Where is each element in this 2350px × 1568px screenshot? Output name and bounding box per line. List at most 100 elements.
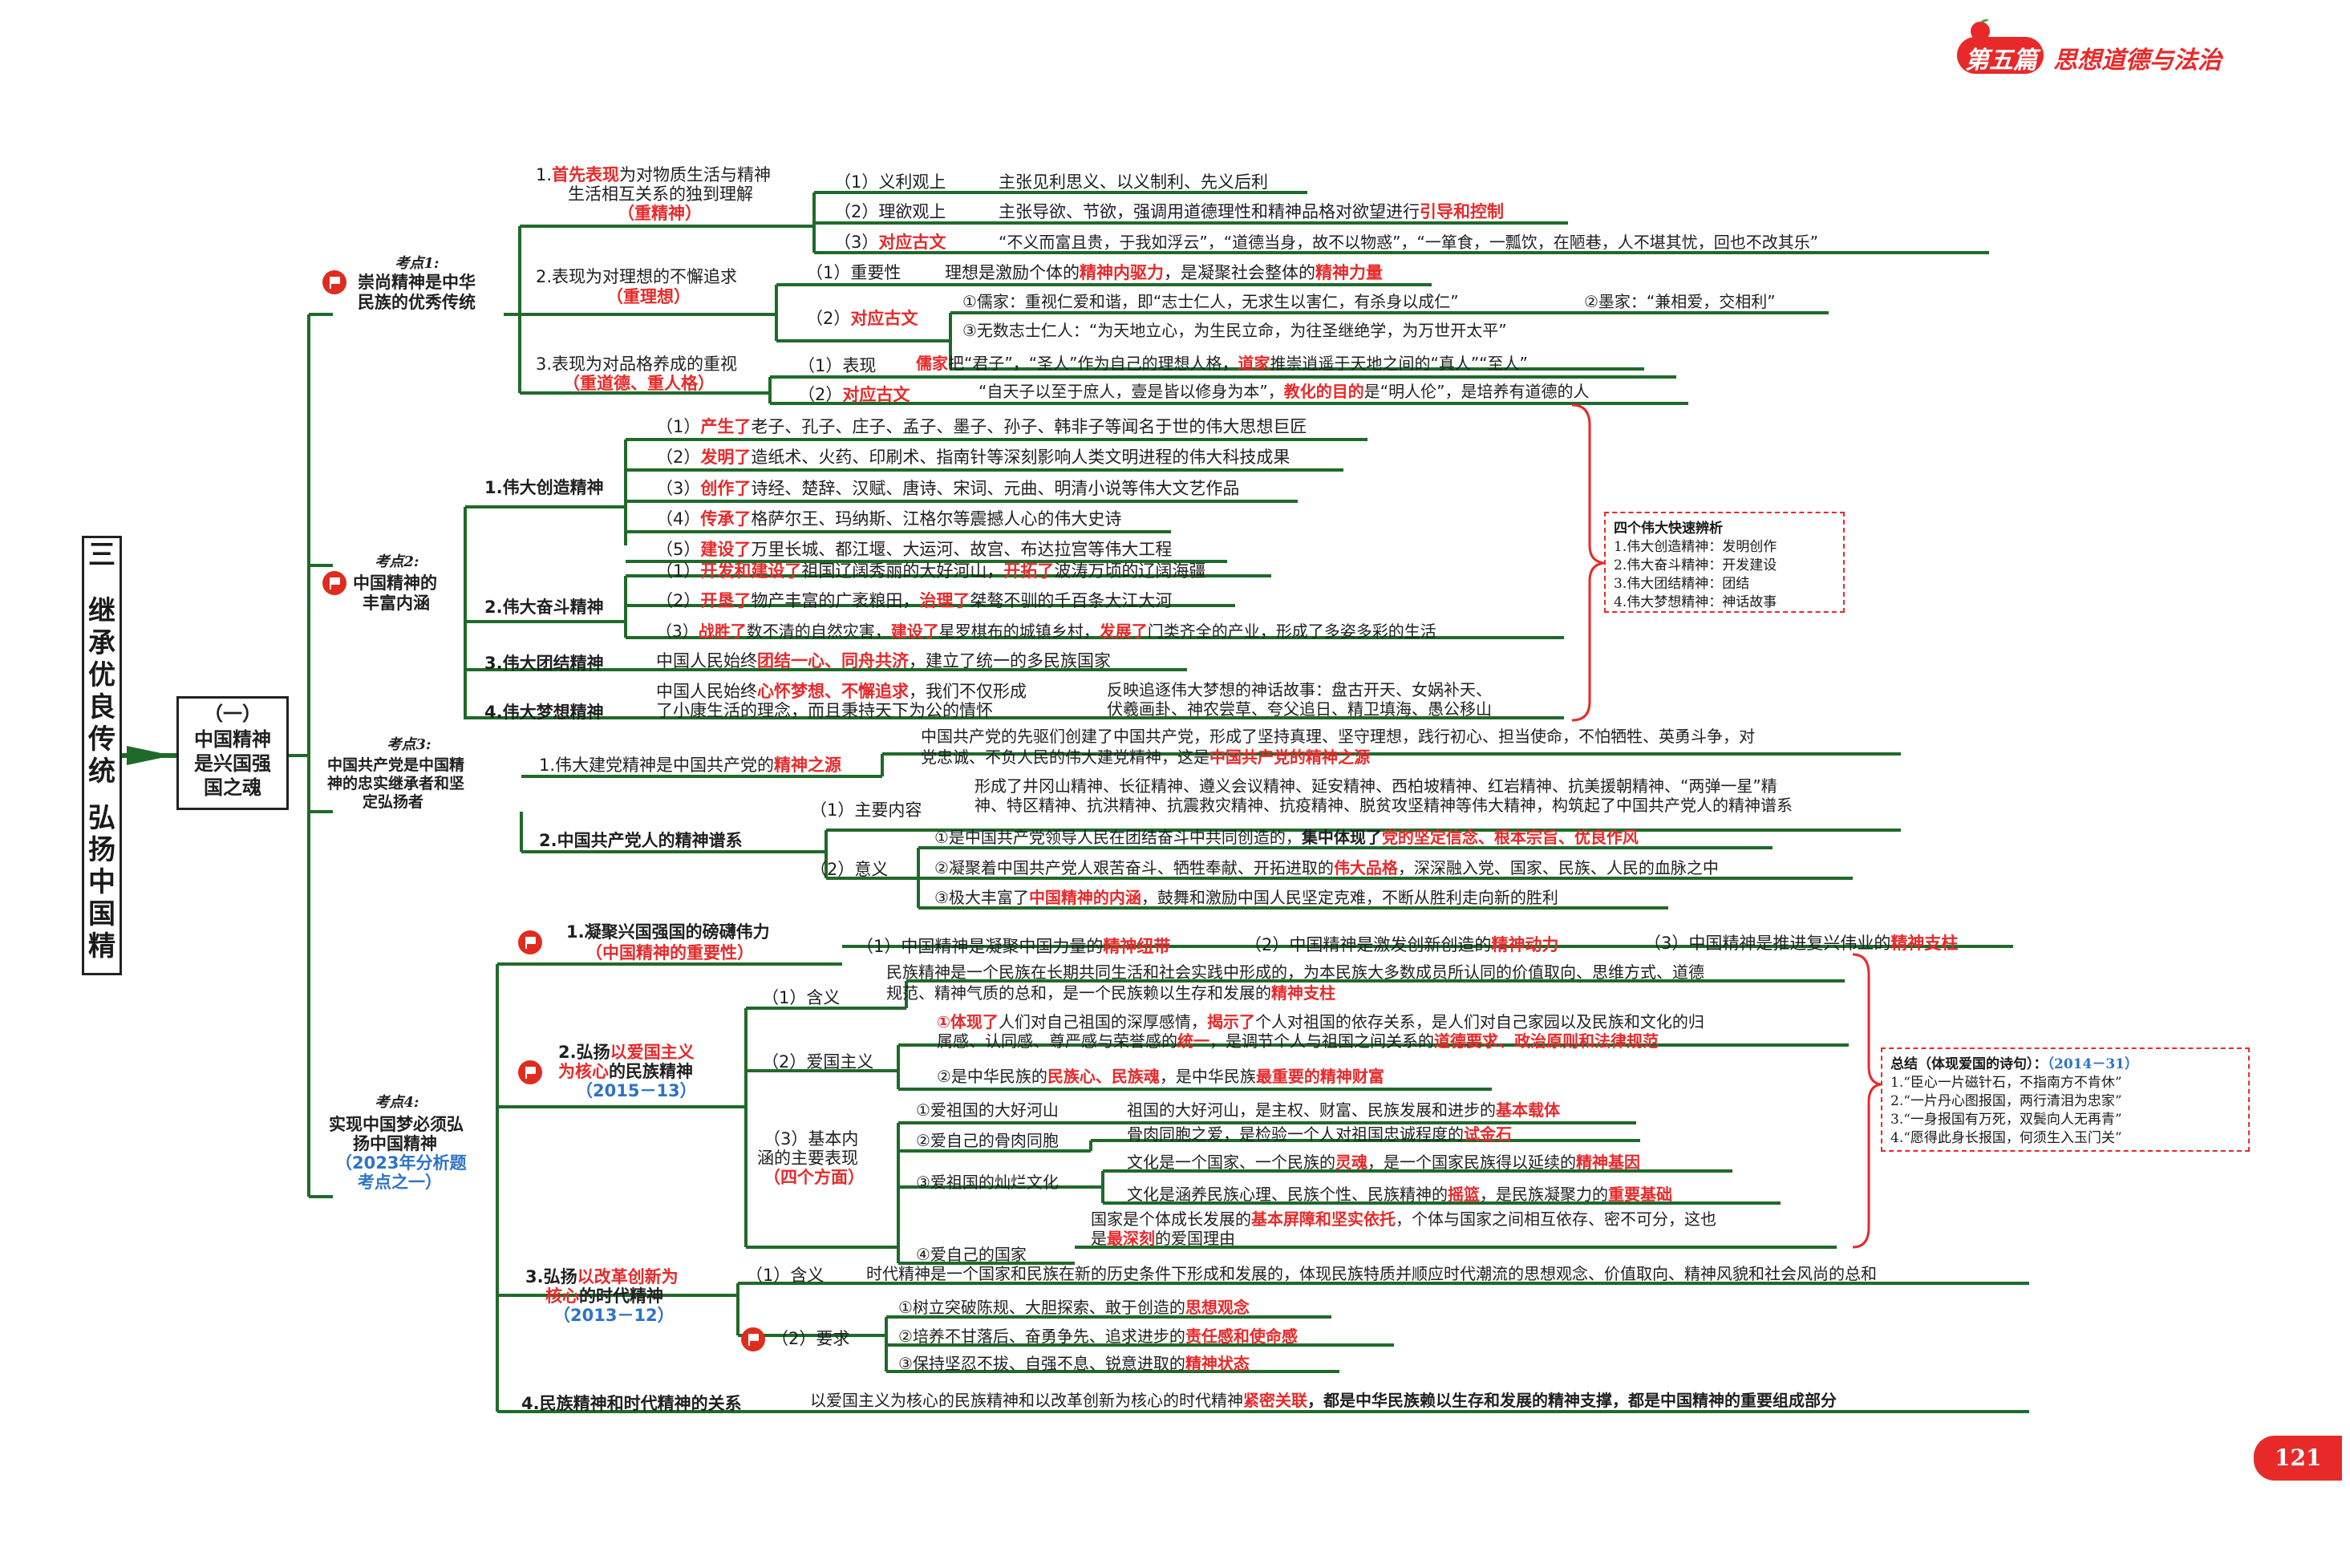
kd1-b2-i1-label: （1）重要性 [806, 263, 902, 282]
subtitle-line: 中国精神 [194, 728, 271, 751]
kd4-e2-i3-c2: 文化是涵养民族心理、民族个性、民族精神的摇篮，是民族凝聚力的重要基础 [1127, 1185, 1672, 1204]
kd2-c1: 1.伟大创造精神 [484, 478, 604, 497]
main-title-char: 三 [88, 539, 115, 571]
kd4-e2-i3-a: ①爱祖国的大好河山 [916, 1100, 1059, 1120]
section-title: 思想道德与法治 [2053, 47, 2222, 75]
main-title-char: 承 [88, 627, 115, 659]
kd4-e2-i3-c: ③爱祖国的灿烂文化 [916, 1173, 1059, 1192]
subtitle-box [176, 696, 289, 810]
kd4-e2-i3: （3）基本内 [764, 1129, 859, 1149]
kd4-title: 实现中国梦必须弘 [329, 1115, 464, 1134]
kd3-tag: 考点3: [387, 736, 432, 753]
kd4-e1: 1.凝聚兴国强国的磅礴伟力 [566, 922, 770, 942]
kd4-e3-i1: （1）含义 [746, 1266, 825, 1285]
part-label: 第五篇 [1965, 47, 2037, 75]
kd2-c4: 4.伟大梦想精神 [484, 703, 604, 722]
kd4-e4: 4.民族精神和时代精神的关系 [521, 1394, 742, 1413]
kd4-e3-i2: （2）要求 [772, 1329, 850, 1348]
kd1-b2-i1-text: 理想是激励个体的精神内驱力，是凝聚社会整体的精神力量 [945, 263, 1383, 282]
kd2-c1-item: （2）发明了造纸术、火药、印刷术、指南针等深刻影响人类文明进程的伟大科技成果 [656, 448, 1290, 467]
flag-icon [322, 571, 346, 595]
kd1-b1-tag: （重精神） [618, 204, 702, 223]
note-line: 4.“愿得此身长报国，何须生入玉门关” [1890, 1130, 2122, 1146]
kd3-title: 中国共产党是中国精 [327, 756, 465, 774]
kd4-e2-i1-t2: 规范、精神气质的总和，是一个民族赖以生存和发展的精神支柱 [886, 983, 1335, 1003]
kd1-b3-i2-label: （2）对应古文 [798, 385, 910, 404]
main-title-char: 继 [88, 595, 115, 627]
kd3-d2-i2-b: ②凝聚着中国共产党人艰苦奋斗、牺牲奉献、开拓进取的伟大品格，深深融入党、国家、民… [934, 858, 1719, 877]
note-patriotic-poems: 总结（体现爱国的诗句）：（2014－31） 1.“臣心一片磁针石，不指南方不肯休… [1881, 1047, 2250, 1152]
kd1-b2-i2-c: ③无数志士仁人：“为天地立心，为生民立命，为往圣继绝学，为万世开太平” [962, 321, 1507, 340]
kd3-d2-i2: （2）意义 [810, 860, 889, 879]
kd2-tag: 考点2: [375, 553, 419, 570]
kd4-e1-i1: （1）中国精神是凝聚中国力量的精神纽带 [857, 937, 1171, 956]
kd2-c4-myth-1: 反映追逐伟大梦想的神话故事：盘古开天、女娲补天、 [1107, 680, 1492, 699]
kd2-c2-item: （1）开发和建设了祖国辽阔秀丽的大好河山，开拓了波涛万顷的辽阔海疆 [656, 561, 1206, 581]
kd1-b2-tag: （重理想） [606, 287, 691, 306]
kd4-e2-i2-b: ②是中华民族的民族心、民族魂，是中华民族最重要的精神财富 [937, 1067, 1384, 1086]
kd4-e2-year: （2015－13） [576, 1081, 697, 1100]
part-badge [1957, 37, 2044, 74]
kd4-e2-i2: （2）爱国主义 [762, 1052, 874, 1072]
subtitle-line: 国之魂 [204, 776, 261, 799]
kd3-d2-i1: （1）主要内容 [810, 800, 922, 820]
kd4-e4-text: 以爱国主义为核心的民族精神和以改革创新为核心的时代精神紧密关联，都是中华民族赖以… [810, 1391, 1837, 1410]
kd1-b1: 1.首先表现为对物质生活与精神 [536, 165, 772, 184]
kd4-e2-i2-a2: 属感、认同感、尊严感与荣誉感的统一，是调节个人与祖国之间关系的道德要求、政治原则… [937, 1031, 1659, 1051]
note-title: 总结（体现爱国的诗句）：（2014－31） [1890, 1056, 2138, 1072]
kd1-b1-item-text: 主张见利思义、以义制利、先义后利 [999, 172, 1268, 192]
main-title-char: 弘 [88, 802, 115, 834]
kd3-d2-i1-t1: 形成了井冈山精神、长征精神、遵义会议精神、延安精神、西柏坡精神、红岩精神、抗美援… [974, 776, 1777, 796]
main-title-char: 精 [88, 930, 115, 962]
kd4-tag: 考点4: [375, 1094, 419, 1111]
kd4-year: 考点之一） [358, 1173, 442, 1192]
main-title-box [82, 536, 122, 975]
kd4-e2-i1: （1）含义 [762, 988, 841, 1007]
kd4-e1-i2: （2）中国精神是激发创新创造的精神动力 [1245, 935, 1559, 954]
kd4-e3-i2-a: ①树立突破陈规、大胆探索、敢于创造的思想观念 [898, 1298, 1250, 1317]
kd4-e2-i3: 涵的主要表现 [757, 1149, 858, 1168]
note-line: 3.“一身报国有万死，双鬓向人无再青” [1890, 1112, 2122, 1128]
kd3-d2-i1-t2: 神、特区精神、抗洪精神、抗震救灾精神、抗疫精神、脱贫攻坚精神等伟大精神，构筑起了… [974, 796, 1793, 815]
flag-icon [518, 930, 542, 954]
kd4-e3: 3.弘扬以改革创新为 [525, 1267, 679, 1286]
kd4-e3-i1-text: 时代精神是一个国家和民族在新的历史条件下形成和发展的，体现民族特质并顺应时代潮流… [866, 1264, 1877, 1283]
kd2-c2-item: （2）开垦了物产丰富的广袤粮田，治理了桀骜不驯的千百条大江大河 [656, 591, 1173, 610]
kd2-c3-text: 中国人民始终团结一心、同舟共济，建立了统一的多民族国家 [656, 651, 1111, 671]
kd4-e3-year: （2013－12） [553, 1306, 675, 1325]
kd4-e2-i3-b-text: 骨肉同胞之爱，是检验一个人对祖国忠诚程度的试金石 [1127, 1124, 1512, 1144]
kd1-b1-line2: 生活相互关系的独到理解 [568, 184, 753, 204]
page-number-badge [2254, 1436, 2342, 1481]
kd4-e2-i3-d1: 国家是个体成长发展的基本屏障和坚实依托，个体与国家之间相互依存、密不可分，这也 [1091, 1209, 1716, 1229]
main-title-char: 国 [88, 898, 115, 930]
kd4-e2-i3-b: ②爱自己的骨肉同胞 [916, 1131, 1059, 1150]
kd1-b2: 2.表现为对理想的不懈追求 [536, 267, 738, 286]
kd1-title: 民族的优秀传统 [358, 293, 476, 312]
main-title-char: 良 [88, 691, 115, 723]
kd1-b3: 3.表现为对品格养成的重视 [536, 355, 738, 374]
main-title-char: 传 [88, 723, 115, 756]
kd1-b1-item-label: （3）对应古文 [834, 233, 946, 252]
kd2-title: 丰富内涵 [363, 594, 430, 613]
note-line: 1.“臣心一片磁针石，不指南方不肯休” [1890, 1075, 2122, 1091]
kd1-b3-i2-text: “自天子以至于庶人，壹是皆以修身为本”，教化的目的是“明人伦”，是培养有道德的人 [978, 382, 1590, 401]
flag-icon [518, 1060, 542, 1084]
kd2-c4-myth-2: 伏羲画卦、神农尝草、夸父追日、精卫填海、愚公移山 [1107, 699, 1492, 719]
kd4-e2-i3-d2: 是最深刻的爱国理由 [1091, 1229, 1235, 1248]
kd1-title: 崇尚精神是中华 [358, 273, 476, 292]
kd4-title: 扬中国精神 [353, 1134, 437, 1153]
kd4-e2-i2-a: ①体现了人们对自己祖国的深厚感情，揭示了个人对祖国的依存关系，是人们对自己家园以… [937, 1012, 1704, 1031]
kd4-e2-i1-t1: 民族精神是一个民族在长期共同生活和社会实践中形成的，为本民族大多数成员所认同的价… [886, 962, 1704, 982]
note-line: 1.伟大创造精神：发明创作 [1614, 539, 1777, 555]
main-title-char: 中 [88, 866, 115, 898]
kd2-c2-item: （3）战胜了数不清的自然灾害，建设了星罗棋布的城镇乡村，发展了门类齐全的产业，形… [656, 622, 1436, 641]
kd3-title: 神的忠实继承者和坚 [327, 775, 465, 792]
kd3-d2: 2.中国共产党人的精神谱系 [539, 831, 743, 850]
kd2-c2: 2.伟大奋斗精神 [484, 598, 604, 617]
kd3-d1-text-2: 党忠诚、不负人民的伟大建党精神，这是中国共产党的精神之源 [921, 748, 1370, 767]
kd3-d2-i2-a: ①是中国共产党领导人民在团结奋斗中共同创造的，集中体现了党的坚定信念、根本宗旨、… [934, 828, 1639, 847]
kd4-e2-i3-a-text: 祖国的大好河山，是主权、财富、民族发展和进步的基本载体 [1127, 1100, 1560, 1120]
apple-logo-icon [1967, 18, 1994, 42]
